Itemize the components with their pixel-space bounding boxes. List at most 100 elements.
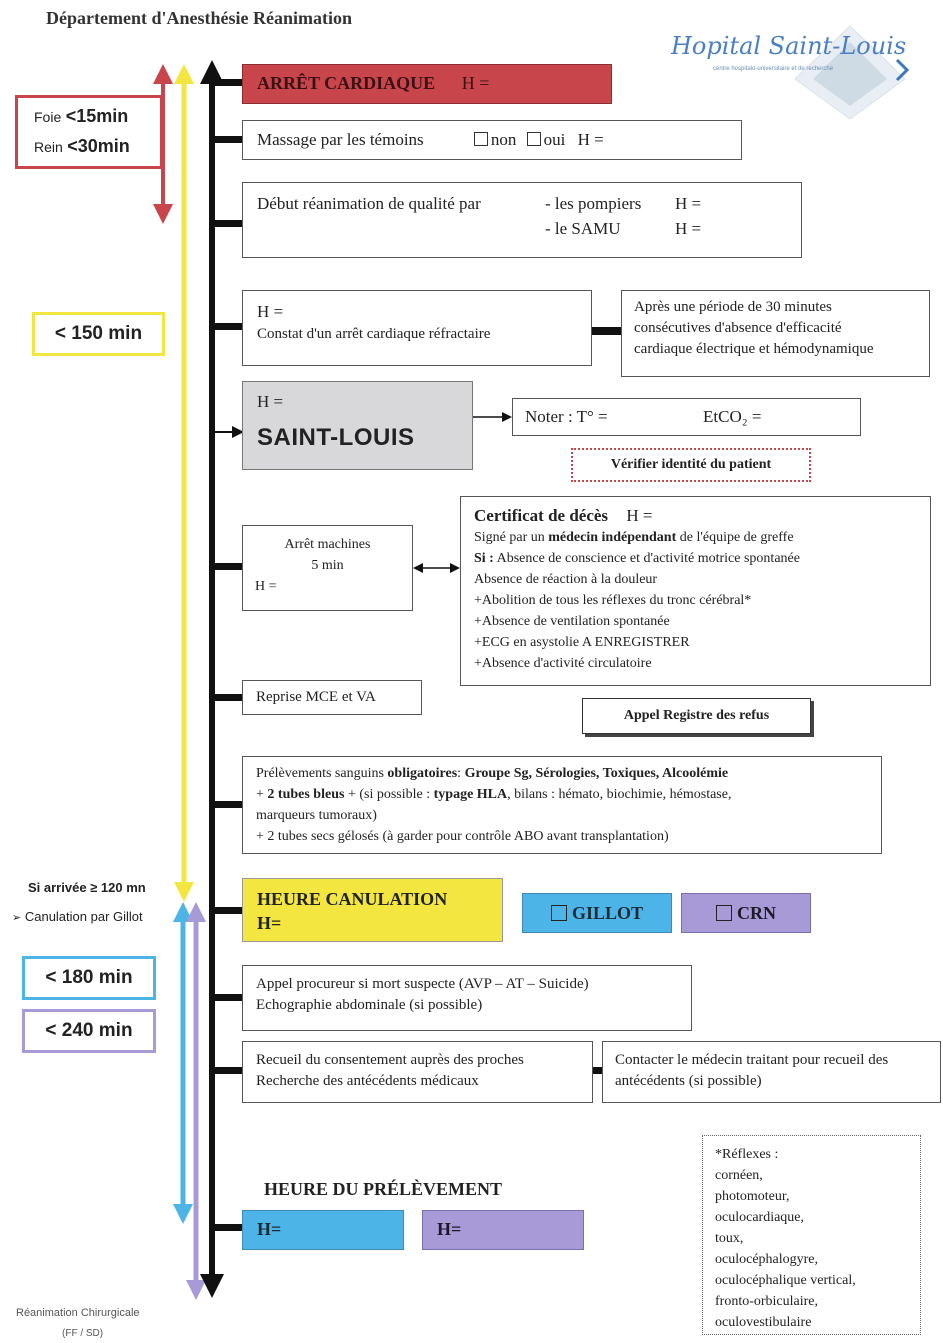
constat-h: H = <box>257 302 284 321</box>
heure-prelevement-title: HEURE DU PRÉLÈVEMENT <box>264 1179 503 1199</box>
debut-text: Début réanimation de qualité par <box>257 194 481 213</box>
red-arrow-down-head <box>153 204 173 224</box>
foie-label: Foie <box>34 109 62 125</box>
arret-machines-h: H = <box>255 579 277 594</box>
verifier-identite-box: Vérifier identité du patient <box>571 448 811 482</box>
cert-line-6: +ECG en asystolie A ENREGISTRER <box>474 635 690 650</box>
logo-diamond-icon <box>794 25 910 120</box>
massage-oui-checkbox[interactable] <box>526 132 541 146</box>
saint-louis-title: SAINT-LOUIS <box>257 424 415 451</box>
apres-periode-box: Après une période de 30 minutes consécut… <box>621 290 930 377</box>
foie-rein-box: Foie <15min Rein <30min <box>15 95 163 169</box>
massage-h: H = <box>577 130 604 149</box>
reflex-item: oculovestibulaire <box>715 1315 812 1330</box>
reprise-box: Reprise MCE et VA <box>242 680 422 715</box>
prel-line-4: + 2 tubes secs gélosés (à garder pour co… <box>256 829 669 844</box>
heure-prelevement-purple-box: H= <box>422 1210 584 1250</box>
cert-line-5: +Absence de ventilation spontanée <box>474 614 670 629</box>
crn-option[interactable]: CRN <box>681 893 811 933</box>
heure-canulation-title: HEURE CANULATION <box>257 889 448 909</box>
reflex-item: toux, <box>715 1231 744 1246</box>
recueil-line-2: Recherche des antécédents médicaux <box>256 1073 479 1089</box>
certificat-h: H = <box>626 506 653 525</box>
department-title: Département d'Anesthésie Réanimation <box>46 8 352 28</box>
debut-pompiers-h: H = <box>675 194 702 213</box>
constat-text: Constat d'un arrêt cardiaque réfractaire <box>257 326 491 342</box>
heure-prelevement-blue-box: H= <box>242 1210 404 1250</box>
gillot-label: GILLOT <box>571 902 644 923</box>
arret-cardiaque-box: ARRÊT CARDIAQUE H = <box>242 64 612 104</box>
gillot-option[interactable]: GILLOT <box>522 893 672 933</box>
saint-louis-box: H = SAINT-LOUIS <box>242 381 473 470</box>
heure-canulation-box: HEURE CANULATION H= <box>242 878 503 942</box>
main-arrow-up-head <box>200 60 224 84</box>
reflex-item: oculocéphalique vertical, <box>715 1273 856 1288</box>
massage-oui-label: oui <box>543 130 566 149</box>
contacter-line-1: Contacter le médecin traitant pour recue… <box>615 1052 889 1068</box>
noter-box: Noter : T° = EtCO₂ = <box>512 398 861 436</box>
arret-cardiaque-title: ARRÊT CARDIAQUE <box>257 73 436 93</box>
reflexes-box: *Réflexes : cornéen, photomoteur, oculoc… <box>702 1135 921 1335</box>
reflex-item: oculocéphalogyre, <box>715 1252 819 1267</box>
hospital-logo: Hopital Saint-Louis centre hospitalo-uni… <box>665 24 925 124</box>
arret-machines-line-1: Arrêt machines <box>284 537 371 552</box>
appel-procureur-line-1: Appel procureur si mort suspecte (AVP – … <box>256 976 589 992</box>
noter-etco2: EtCO₂ = <box>703 407 762 426</box>
canulation-gillot-label: ➢ Canulation par Gillot <box>12 909 143 924</box>
yellow-arrow-up-head <box>174 64 194 84</box>
gillot-checkbox[interactable] <box>550 905 567 921</box>
si-arrivee-label: Si arrivée ≥ 120 mn <box>28 880 146 895</box>
crn-checkbox[interactable] <box>716 905 732 921</box>
massage-non-checkbox[interactable] <box>473 132 488 146</box>
purple-arrow-down-head <box>186 1280 206 1300</box>
appel-procureur-box: Appel procureur si mort suspecte (AVP – … <box>242 965 692 1031</box>
recueil-consentement-box: Recueil du consentement auprès des proch… <box>242 1041 593 1103</box>
constat-box: H = Constat d'un arrêt cardiaque réfract… <box>242 290 592 366</box>
blue-arrow-up-head <box>173 902 193 922</box>
reflex-item: fronto-orbiculaire, <box>715 1294 819 1309</box>
prel-line-3: marqueurs tumoraux) <box>256 808 377 823</box>
crn-label: CRN <box>737 902 776 923</box>
recueil-line-1: Recueil du consentement auprès des proch… <box>256 1052 524 1068</box>
debut-samu-h: H = <box>675 219 702 238</box>
rein-value: <30min <box>67 136 130 156</box>
cert-line-3: Absence de réaction à la douleur <box>474 572 658 587</box>
footer-initials: (FF / SD) <box>62 1328 104 1339</box>
cert-line-4: +Abolition de tous les réflexes du tronc… <box>474 593 752 608</box>
apres-line-1: Après une période de 30 minutes <box>634 299 832 315</box>
appel-procureur-line-2: Echographie abdominale (si possible) <box>256 997 483 1013</box>
debut-pompiers: - les pompiers <box>545 194 642 213</box>
yellow-arrow-down-head <box>174 882 194 902</box>
reflex-item: cornéen, <box>715 1168 763 1183</box>
arret-cardiaque-h: H = <box>461 73 490 93</box>
appel-registre-box: Appel Registre des refus <box>582 698 811 734</box>
massage-box: Massage par les témoins non oui H = <box>242 120 742 160</box>
logo-subtext: centre hospitalo-universitaire et de rec… <box>713 66 834 72</box>
box-180-min: < 180 min <box>22 956 156 1000</box>
contacter-line-2: antécédents (si possible) <box>615 1073 762 1089</box>
main-arrow-down-head <box>200 1274 224 1298</box>
box-240-min: < 240 min <box>22 1009 156 1053</box>
rein-label: Rein <box>34 139 63 155</box>
apres-line-2: consécutives d'absence d'efficacité <box>634 320 842 336</box>
red-arrow-up-head <box>153 64 173 84</box>
certificat-title: Certificat de décès <box>474 506 609 525</box>
logo-text: Hopital Saint-Louis <box>671 32 907 60</box>
purple-arrow-up-head <box>186 902 206 922</box>
blue-arrow-down-head <box>173 1204 193 1224</box>
noter-text: Noter : T° = <box>525 407 608 426</box>
arret-machines-box: Arrêt machines 5 min H = <box>242 525 413 611</box>
saint-louis-h: H = <box>257 392 284 411</box>
massage-text: Massage par les témoins <box>257 130 424 149</box>
box-150-min: < 150 min <box>32 312 165 356</box>
reflex-item: photomoteur, <box>715 1189 790 1204</box>
cert-line-7: +Absence d'activité circulatoire <box>474 656 652 671</box>
contacter-medecin-box: Contacter le médecin traitant pour recue… <box>602 1041 941 1103</box>
reflexes-title: *Réflexes : <box>715 1147 779 1162</box>
foie-value: <15min <box>65 106 129 126</box>
debut-reanimation-box: Début réanimation de qualité par - les p… <box>242 182 802 258</box>
heure-canulation-h: H= <box>257 913 282 933</box>
certificat-deces-box: Certificat de décès H = Signé par un méd… <box>460 496 931 686</box>
apres-line-3: cardiaque électrique et hémodynamique <box>634 341 874 357</box>
